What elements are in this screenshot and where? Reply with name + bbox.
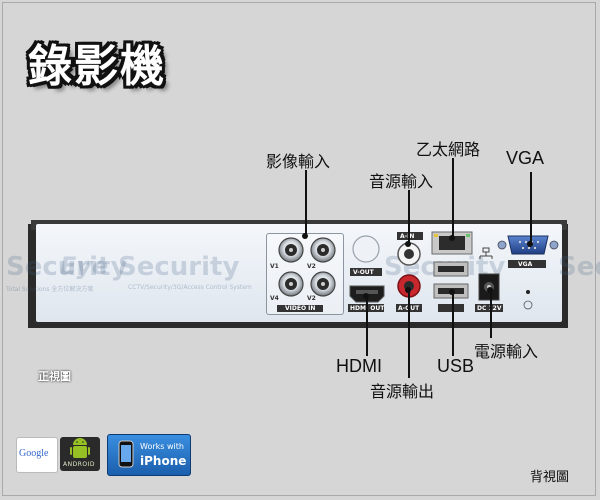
- reset-hole: [526, 290, 530, 294]
- leader-dot-hdmi: [363, 293, 369, 299]
- leader-dot-audio-out: [405, 287, 411, 293]
- v4-label: V2: [307, 295, 316, 302]
- v2-label: V2: [307, 263, 316, 270]
- leader-dot-video-in: [302, 233, 308, 239]
- bnc-connector-v2: [310, 237, 336, 263]
- watermark-main: Security: [118, 252, 240, 282]
- callout-audio-out: 音源輸出: [370, 384, 435, 401]
- watermark-tagline-main: CCTV/Security/3G/Access Control System: [128, 284, 252, 291]
- usb-ports: [433, 261, 469, 312]
- callout-usb: USB: [437, 356, 475, 376]
- bnc-connector-v1: [278, 237, 304, 263]
- network-symbol: [479, 247, 493, 259]
- leader-ethernet: [452, 158, 454, 238]
- v1-label: V1: [270, 263, 279, 270]
- callout-power-in: 電源輸入: [474, 344, 539, 361]
- dc12v-label: DC 12V: [477, 305, 502, 312]
- callout-video-in: 影像輸入: [266, 154, 331, 171]
- callout-ethernet: 乙太網路: [416, 142, 481, 159]
- callout-audio-in: 音源輸入: [369, 174, 434, 191]
- vout-label: V-OUT: [353, 269, 374, 276]
- android-icon: [70, 438, 90, 458]
- leader-audio-in: [408, 190, 410, 244]
- vga-port-label: VGA: [518, 261, 533, 268]
- leader-dot-power: [487, 287, 493, 293]
- leader-power: [490, 290, 492, 338]
- back-view-label: 背視圖: [530, 470, 570, 485]
- android-badge: ANDROID: [60, 437, 100, 471]
- google-badge: Google: [16, 437, 58, 473]
- leader-dot-vga: [527, 241, 533, 247]
- audio-in-rca: [397, 232, 423, 266]
- page-title: 錄影機: [28, 41, 166, 92]
- v3-label: V4: [270, 295, 279, 302]
- video-in-label: VIDEO IN: [277, 305, 324, 312]
- leader-audio-out: [408, 290, 410, 378]
- android-text: ANDROID: [63, 461, 95, 468]
- google-text: Google: [19, 448, 49, 459]
- watermark-right: Sec: [558, 252, 600, 282]
- leader-usb: [452, 292, 454, 356]
- a-in-label: A-IN: [400, 233, 414, 240]
- leader-dot-ethernet: [449, 235, 455, 241]
- iphone-icon: [118, 440, 134, 468]
- callout-vga: VGA: [506, 148, 545, 168]
- iphone-text: iPhone: [140, 454, 187, 468]
- watermark-tagline-left: Total Solutions 全方位解決方案: [6, 286, 94, 293]
- leader-dot-usb: [449, 289, 455, 295]
- iphone-badge: Works with iPhone: [107, 434, 191, 476]
- leader-vga: [530, 172, 532, 244]
- leader-dot-audio-in: [405, 241, 411, 247]
- ground-symbol: [523, 300, 533, 310]
- bnc-connector-v3: [278, 271, 304, 297]
- works-with-text: Works with: [140, 442, 184, 451]
- vout-connector: [350, 235, 382, 276]
- watermark-left: Security: [6, 252, 128, 282]
- leader-video-in: [305, 170, 307, 236]
- ethernet-port: [431, 231, 473, 255]
- watermark-eye: Eye: [60, 252, 109, 280]
- callout-hdmi: HDMI: [336, 356, 382, 376]
- front-view-label: 正視圖: [38, 370, 71, 383]
- outer-frame: [2, 2, 596, 496]
- bnc-connector-v4: [310, 271, 336, 297]
- leader-hdmi: [366, 296, 368, 356]
